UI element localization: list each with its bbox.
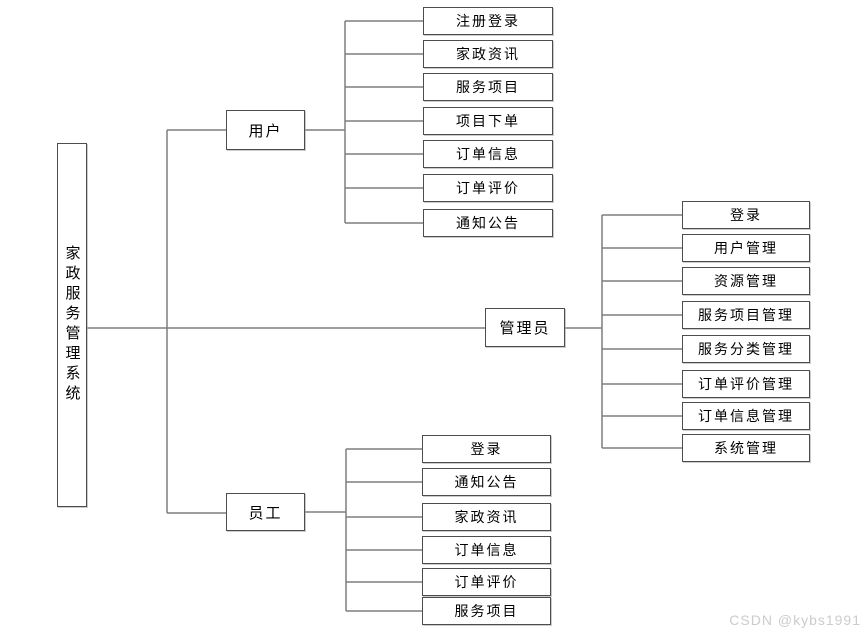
root-node-label: 家政服务管理系统	[63, 245, 81, 405]
branch-node-staff: 员工	[226, 493, 305, 531]
leaf-admin-service-item-mgmt: 服务项目管理	[682, 301, 810, 329]
branch-node-user: 用户	[226, 110, 305, 150]
leaf-admin-order-info-mgmt: 订单信息管理	[682, 402, 810, 430]
leaf-user-place-order: 项目下单	[423, 107, 553, 135]
leaf-admin-system-mgmt: 系统管理	[682, 434, 810, 462]
leaf-staff-order-review: 订单评价	[422, 568, 551, 596]
leaf-admin-resource-mgmt: 资源管理	[682, 267, 810, 295]
leaf-user-housekeeping-news: 家政资讯	[423, 40, 553, 68]
leaf-user-register-login: 注册登录	[423, 7, 553, 35]
leaf-admin-order-review-mgmt: 订单评价管理	[682, 370, 810, 398]
root-node-housekeeping-system: 家政服务管理系统	[57, 143, 87, 507]
csdn-watermark: CSDN @kybs1991	[729, 612, 861, 628]
branch-node-admin: 管理员	[485, 308, 565, 347]
leaf-staff-login: 登录	[422, 435, 551, 463]
leaf-user-order-info: 订单信息	[423, 140, 553, 168]
leaf-staff-service-items: 服务项目	[422, 597, 551, 625]
leaf-user-service-items: 服务项目	[423, 73, 553, 101]
leaf-admin-login: 登录	[682, 201, 810, 229]
leaf-staff-announcements: 通知公告	[422, 468, 551, 496]
leaf-admin-service-class-mgmt: 服务分类管理	[682, 335, 810, 363]
leaf-staff-order-info: 订单信息	[422, 536, 551, 564]
leaf-staff-housekeeping-news: 家政资讯	[422, 503, 551, 531]
leaf-admin-user-mgmt: 用户管理	[682, 234, 810, 262]
leaf-user-announcements: 通知公告	[423, 209, 553, 237]
leaf-user-order-review: 订单评价	[423, 174, 553, 202]
